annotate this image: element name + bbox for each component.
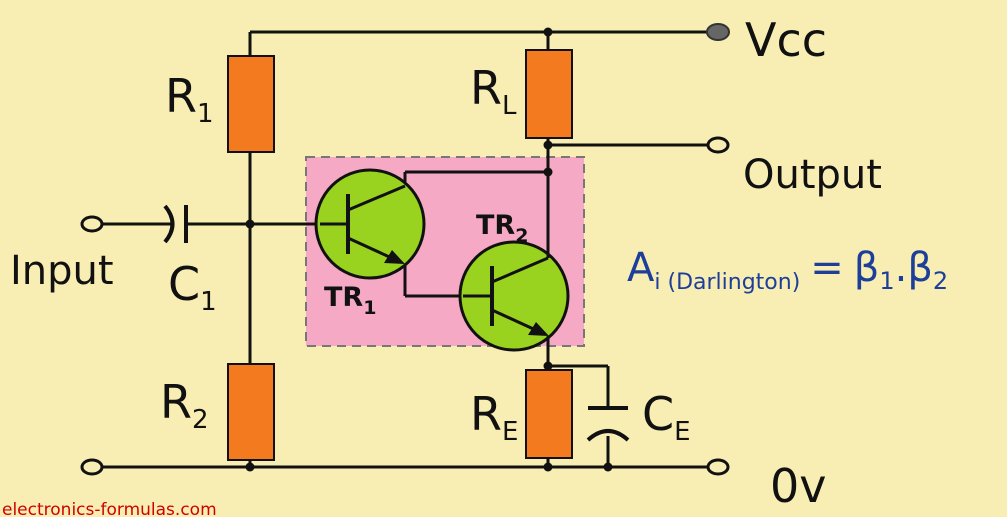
r1-label: R1 (165, 69, 214, 129)
watermark: electronics-formulas.com (2, 500, 217, 517)
vcc-terminal (706, 23, 730, 41)
input-terminal (80, 215, 104, 233)
ground-label: 0v (770, 459, 827, 513)
output-label: Output (743, 152, 882, 198)
resistor-re (525, 369, 573, 459)
transistor-tr1 (314, 168, 426, 280)
vcc-label: Vcc (745, 13, 827, 67)
tr2-label: TR2 (476, 210, 528, 247)
tr1-label: TR1 (324, 282, 376, 319)
ground-right-terminal (706, 458, 730, 476)
resistor-r1 (227, 55, 275, 153)
capacitor-c1 (163, 204, 188, 244)
output-terminal (706, 136, 730, 154)
c1-label: C1 (168, 257, 217, 317)
resistor-r2 (227, 363, 275, 461)
re-label: RE (470, 387, 518, 447)
darlington-gain-formula: Ai (Darlington)=β1.β2 (627, 245, 948, 295)
r2-label: R2 (160, 375, 209, 435)
ce-label: CE (642, 387, 691, 447)
rl-label: RL (470, 61, 517, 121)
capacitor-ce (586, 406, 630, 442)
resistor-rl (525, 49, 573, 139)
input-label: Input (10, 248, 114, 294)
transistor-tr2 (458, 172, 570, 370)
ground-left-terminal (80, 458, 104, 476)
